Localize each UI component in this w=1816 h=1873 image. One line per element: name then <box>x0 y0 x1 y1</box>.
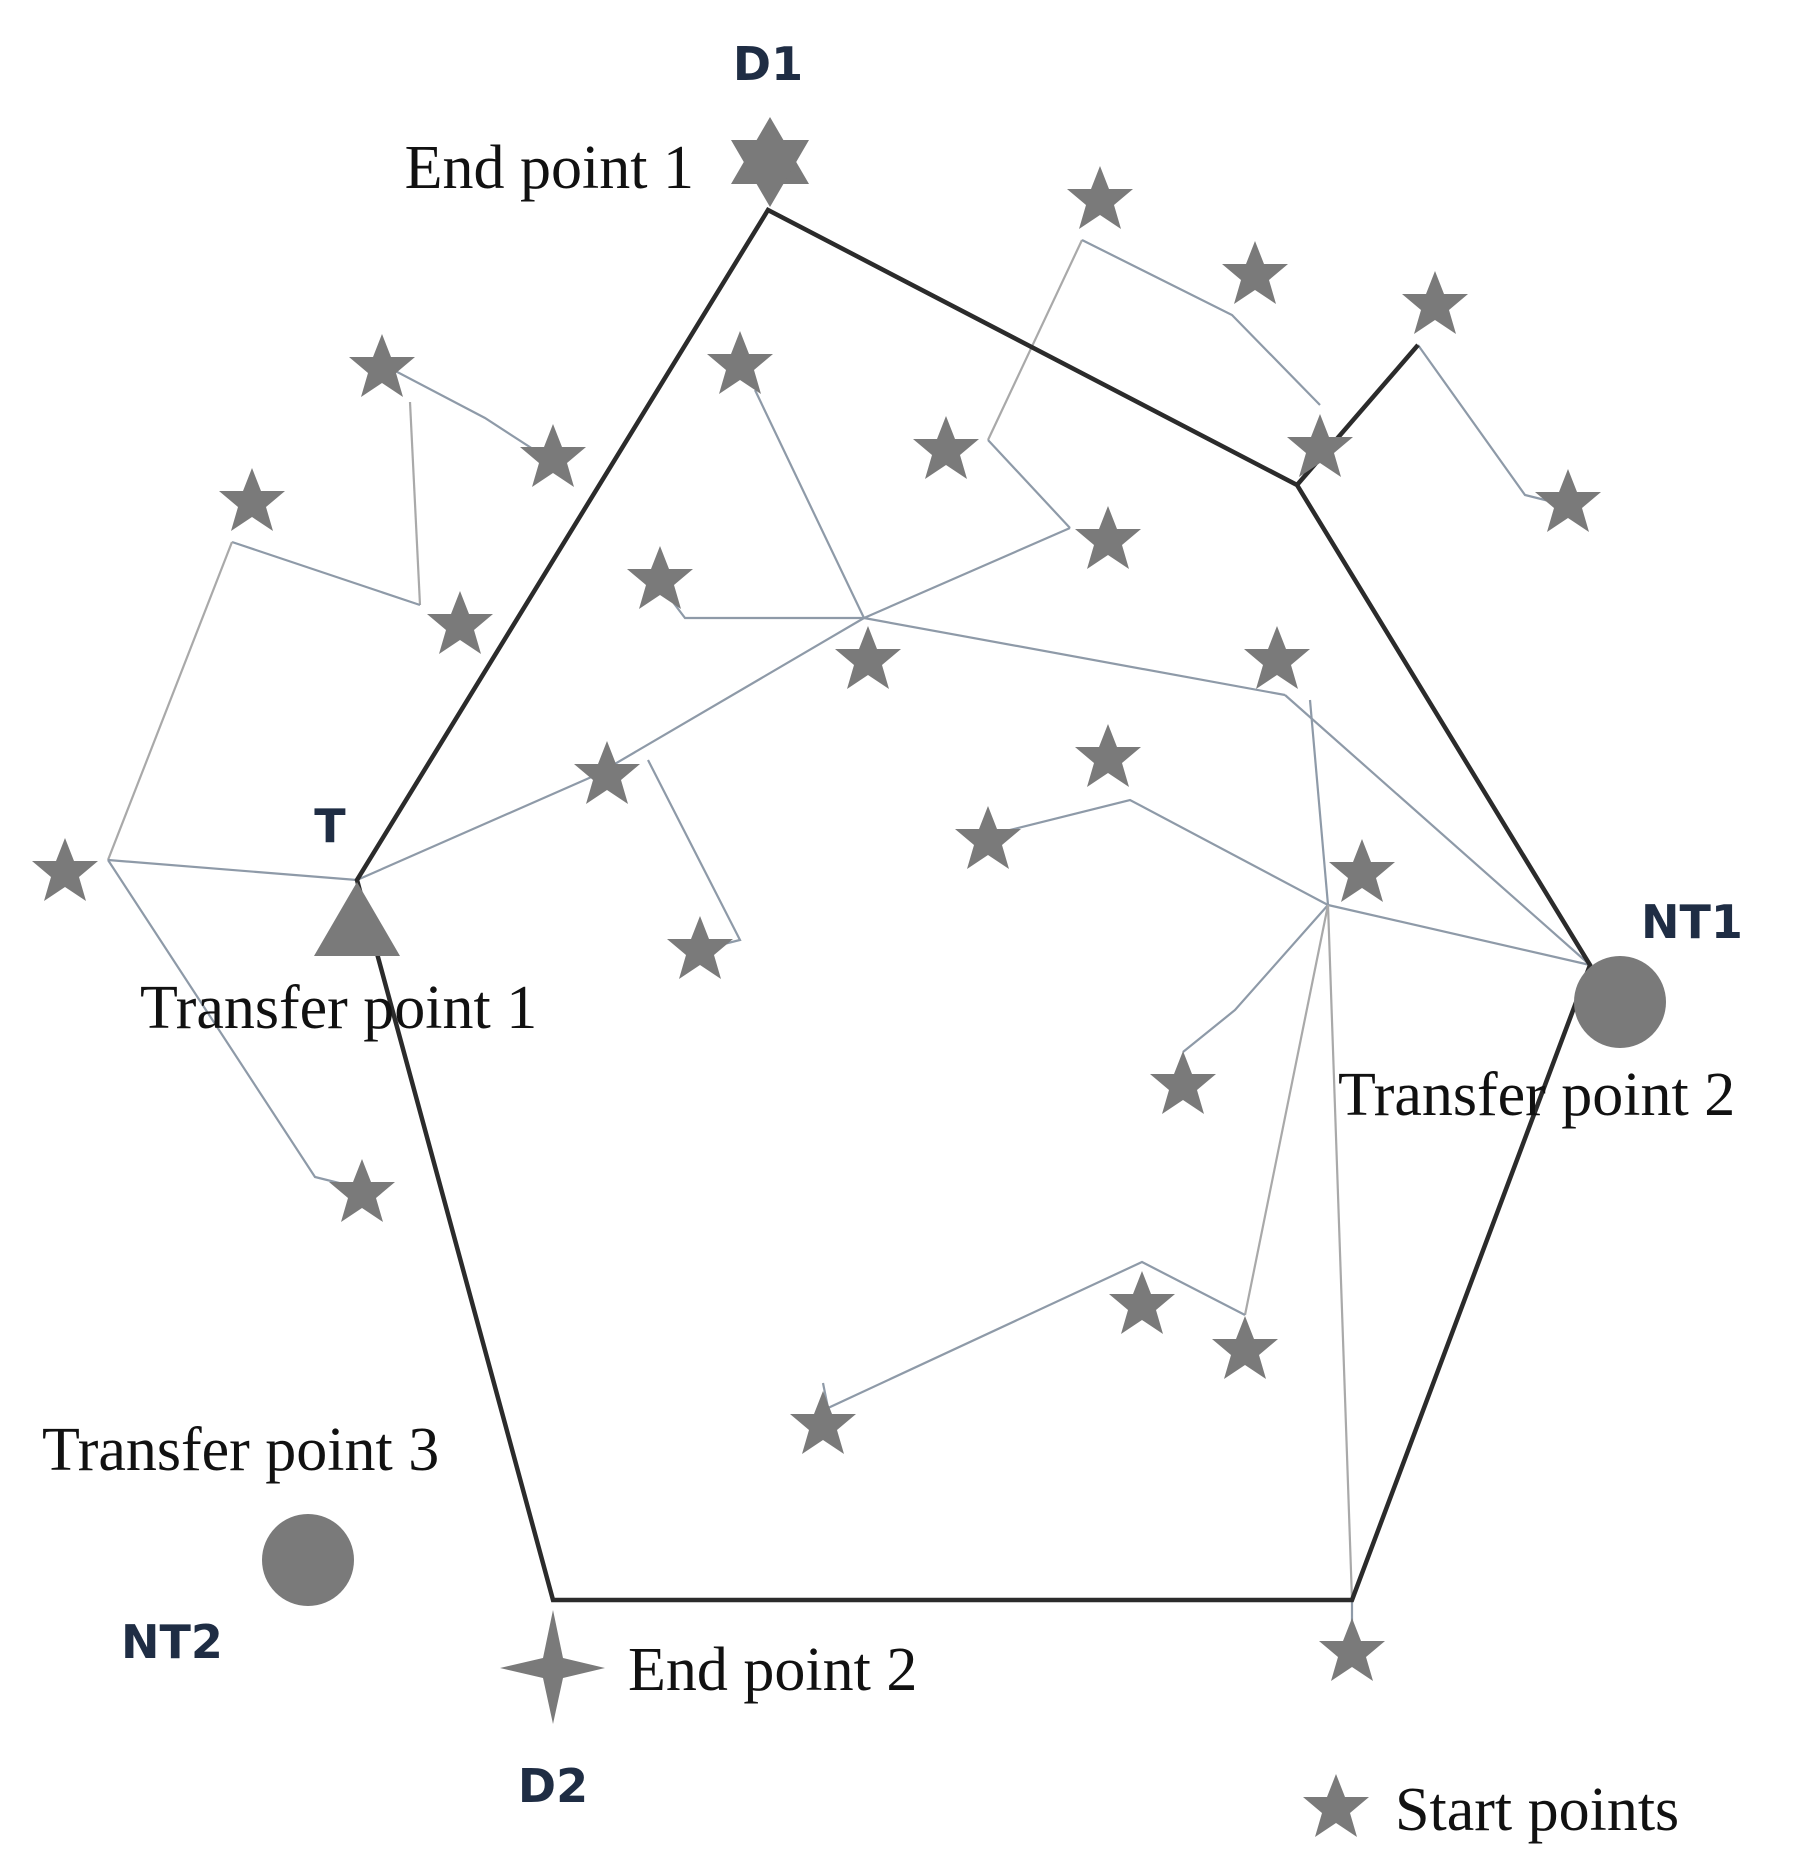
connection-line <box>356 773 597 882</box>
end-point-1-label: End point 1 <box>405 134 694 202</box>
start-point-star <box>1319 1618 1385 1681</box>
end-point-2-marker <box>500 1610 605 1724</box>
connection-line <box>987 239 1083 441</box>
start-point-star <box>835 626 901 689</box>
connection-line <box>987 439 1071 529</box>
t-label: T <box>314 799 346 853</box>
transfer-point-1-label: Transfer point 1 <box>140 974 537 1042</box>
start-point-star <box>1212 1316 1278 1379</box>
end-point-2-label: End point 2 <box>628 1636 917 1704</box>
connection-line <box>1326 904 1354 1601</box>
legend-start-points-label: Start points <box>1395 1776 1679 1844</box>
start-point-star <box>913 416 979 479</box>
connection-line <box>754 389 865 619</box>
start-point-star <box>1329 839 1395 902</box>
start-point-star <box>1067 166 1133 229</box>
start-point-star <box>955 806 1021 869</box>
start-point-star <box>219 468 285 531</box>
start-point-star <box>707 331 773 394</box>
start-point-star <box>627 546 693 609</box>
start-point-star <box>1075 506 1141 569</box>
main-route <box>354 207 1593 1650</box>
start-point-star <box>1244 626 1310 689</box>
start-point-star <box>1402 271 1468 334</box>
transfer-point-2-label: Transfer point 2 <box>1338 1061 1735 1129</box>
start-point-star <box>1222 241 1288 304</box>
connection-line <box>1417 344 1566 507</box>
nt2-label: NT2 <box>121 1615 223 1669</box>
d2-label: D2 <box>518 1759 588 1813</box>
connection-line <box>1182 904 1329 1053</box>
transfer-point-3-label: Transfer point 3 <box>42 1416 439 1484</box>
connection-line <box>231 540 421 607</box>
start-point-star <box>32 838 98 901</box>
connection-line <box>595 617 865 776</box>
connection-line <box>106 541 234 861</box>
start-point-star <box>520 424 586 487</box>
special-nodes <box>262 117 1666 1724</box>
connection-line <box>1081 239 1321 406</box>
thin-connections <box>106 239 1591 1601</box>
start-point-star <box>1109 1271 1175 1334</box>
nt1-label: NT1 <box>1641 895 1743 949</box>
connection-line <box>863 616 1286 697</box>
connection-line <box>1284 694 1591 966</box>
connection-line <box>107 858 358 882</box>
transfer-point-3-marker <box>262 1514 354 1606</box>
connection-line <box>989 798 1329 906</box>
start-point-star <box>667 916 733 979</box>
start-point-star <box>349 334 415 397</box>
connection-line <box>1243 904 1330 1316</box>
legend-star-icon <box>1303 1774 1369 1837</box>
start-point-star <box>1150 1051 1216 1114</box>
connection-line <box>821 1260 1246 1410</box>
transfer-point-1-marker <box>314 882 400 956</box>
route-loop <box>354 207 1593 1603</box>
connection-line <box>659 584 864 620</box>
connection-line <box>1308 699 1330 906</box>
connection-line <box>1327 903 1591 967</box>
d1-label: D1 <box>733 37 803 91</box>
connection-line <box>408 401 422 606</box>
start-point-star <box>427 591 493 654</box>
start-point-star <box>1287 414 1353 477</box>
start-point-star <box>574 741 640 804</box>
labels: D1 End point 1 T Transfer point 1 NT1 Tr… <box>42 37 1743 1844</box>
start-point-star <box>329 1159 395 1222</box>
connection-line <box>647 759 742 952</box>
end-point-1-marker <box>731 117 809 207</box>
transfer-point-2-marker <box>1574 956 1666 1048</box>
start-point-star <box>1075 724 1141 787</box>
connection-line <box>863 526 1071 620</box>
